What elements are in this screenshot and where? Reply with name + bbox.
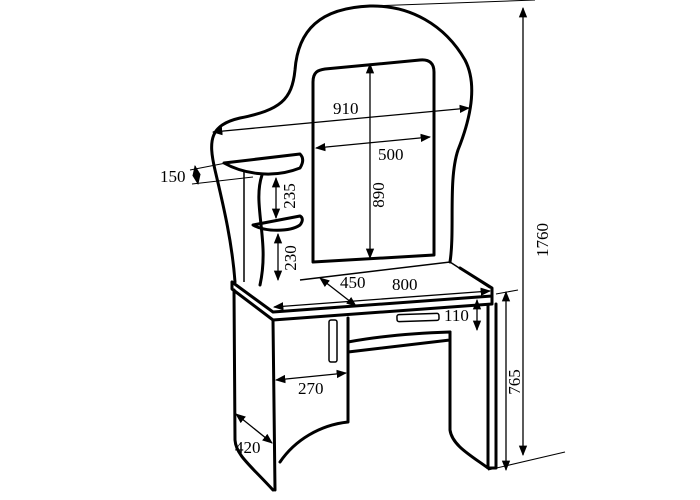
door-handle [328,319,338,363]
extension-line-top [371,0,536,7]
drawer [346,330,452,354]
label-450: 450 [340,273,366,292]
dim-line-420 [235,413,273,444]
drawer-handle [396,312,440,323]
dim-line-150 [192,164,201,186]
label-765: 765 [505,369,524,395]
label-150: 150 [160,167,186,186]
shelf-lower [251,214,304,232]
label-890: 890 [369,182,388,208]
label-110: 110 [444,306,469,325]
cabinet-door [271,316,350,492]
mirror [311,58,436,264]
label-910: 910 [333,99,359,118]
dim-line-910 [211,104,471,136]
left-side-panel [232,288,275,492]
shelf-upper [222,152,305,176]
extension-line-table [495,289,519,295]
label-230: 230 [281,245,300,271]
extension-line-floor [487,451,566,471]
right-leg [448,302,498,470]
label-1760: 1760 [533,223,552,257]
label-270: 270 [298,379,324,398]
dim-line-800 [272,287,492,311]
mirror-panel-outline [210,4,474,284]
label-235: 235 [280,183,299,209]
label-420: 420 [235,438,261,457]
label-800: 800 [392,275,418,294]
dim-line-270 [274,369,348,384]
dim-line-500 [314,133,432,152]
label-500: 500 [378,145,404,164]
